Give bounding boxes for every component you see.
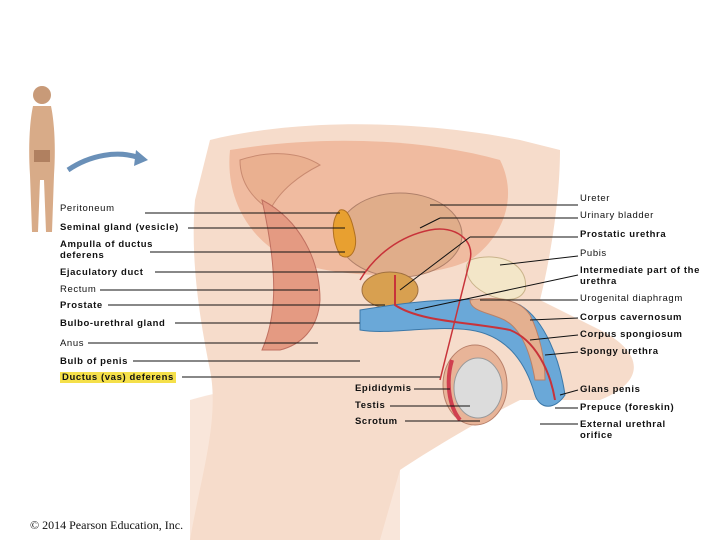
- label-spongy-urethra: Spongy urethra: [580, 346, 659, 357]
- leader-intermediate-urethra: [414, 274, 579, 311]
- urinary-bladder-shape: [337, 192, 463, 278]
- label-rectum: Rectum: [60, 284, 97, 295]
- label-intermediate-urethra: Intermediate part of the urethra: [580, 265, 700, 287]
- label-epididymis: Epididymis: [355, 383, 412, 394]
- label-ejaculatory-duct: Ejaculatory duct: [60, 267, 144, 278]
- label-ureter: Ureter: [580, 193, 610, 204]
- label-glans-penis: Glans penis: [580, 384, 641, 395]
- label-peritoneum: Peritoneum: [60, 203, 115, 214]
- leader-pubis: [499, 255, 579, 266]
- copyright-notice: © 2014 Pearson Education, Inc.: [30, 518, 184, 532]
- label-ampulla: Ampulla of ductus deferens: [60, 239, 154, 261]
- rectum-shape: [261, 199, 321, 351]
- label-ductus-deferens: Ductus (vas) deferens: [60, 372, 176, 383]
- label-seminal-gland: Seminal gland (vesicle): [60, 222, 179, 233]
- label-prostate: Prostate: [60, 300, 103, 311]
- orientation-arrow-head: [134, 150, 148, 166]
- leader-spongy-urethra: [544, 351, 579, 356]
- leader-prostatic-urethra: [399, 236, 471, 291]
- label-external-urethral-orifice: External urethral orifice: [580, 419, 666, 441]
- label-bulb-of-penis: Bulb of penis: [60, 356, 128, 367]
- label-urogenital-diaphragm: Urogenital diaphragm: [580, 293, 683, 304]
- testis-shape: [453, 357, 503, 419]
- leader-urinary-bladder: [419, 217, 441, 229]
- corpus-cavernosum-shape: [469, 298, 546, 381]
- label-scrotum: Scrotum: [355, 416, 398, 427]
- label-prostatic-urethra: Prostatic urethra: [580, 229, 667, 240]
- label-prepuce: Prepuce (foreskin): [580, 402, 675, 413]
- urethra-line: [394, 275, 556, 401]
- label-anus: Anus: [60, 338, 85, 349]
- label-corpus-cavernosum: Corpus cavernosum: [580, 312, 683, 323]
- label-ductus-deferens-text: Ductus (vas) deferens: [60, 372, 176, 383]
- pubis-bone: [465, 256, 526, 300]
- label-bulbo-urethral-gland: Bulbo-urethral gland: [60, 318, 166, 329]
- label-pubis: Pubis: [580, 248, 607, 259]
- label-urinary-bladder: Urinary bladder: [580, 210, 654, 221]
- epididymis-shape: [446, 359, 462, 422]
- intestine-loops: [239, 153, 322, 211]
- thigh-shape: [190, 385, 400, 540]
- label-corpus-spongiosum: Corpus spongiosum: [580, 329, 683, 340]
- leader-corpus-cavernosum: [529, 317, 579, 321]
- seminal-vesicle-shape: [332, 209, 357, 258]
- leader-corpus-spongiosum: [529, 334, 579, 341]
- orientation-arrow: [66, 151, 141, 173]
- leader-glans-penis: [559, 389, 579, 396]
- label-testis: Testis: [355, 400, 386, 411]
- orientation-figure: [29, 86, 55, 232]
